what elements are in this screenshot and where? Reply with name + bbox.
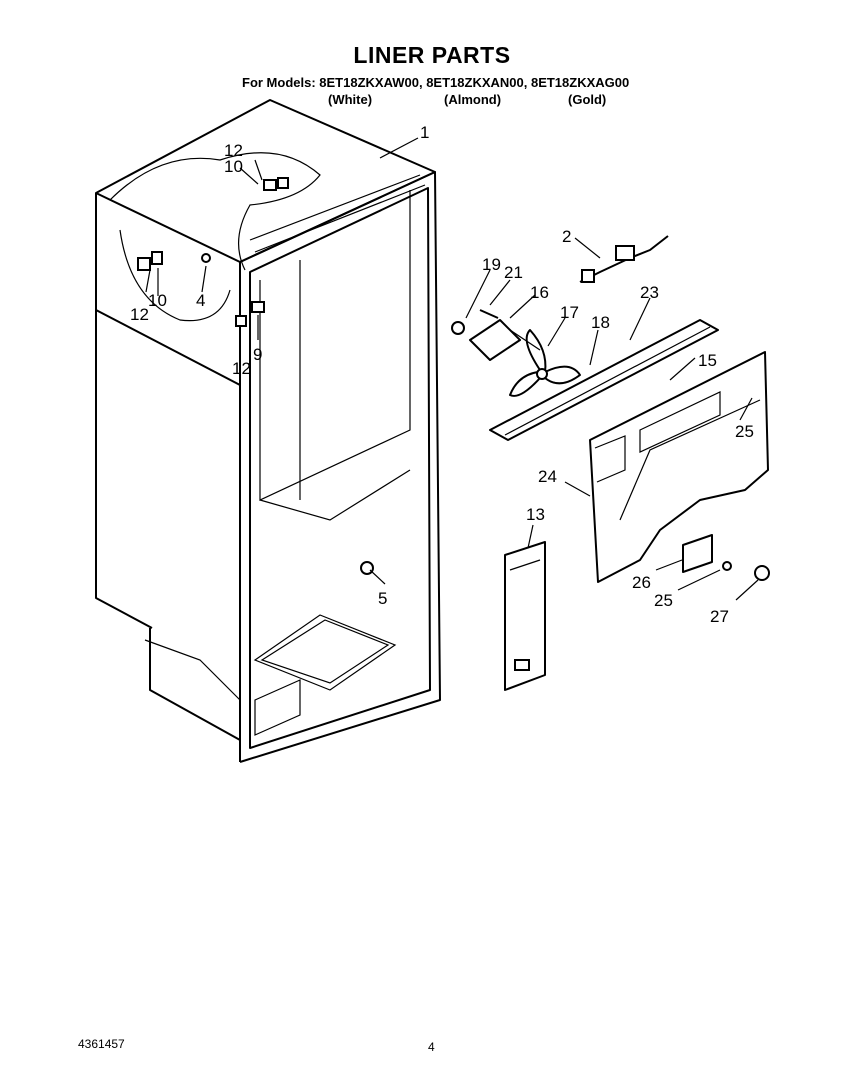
cabinet-fasteners (137, 177, 374, 575)
part-13-duct (504, 541, 546, 691)
color-almond: (Almond) (444, 92, 502, 107)
callout-labels: 1 2 4 5 9 10 10 12 12 12 13 15 16 17 18 … (130, 123, 754, 626)
color-gold: (Gold) (568, 92, 607, 107)
callout-27: 27 (710, 607, 729, 626)
part-24-evaporator-cover (589, 351, 769, 583)
callout-10-upper: 10 (224, 157, 243, 176)
callout-25-upper: 25 (735, 422, 754, 441)
callout-24: 24 (538, 467, 557, 486)
page-title: LINER PARTS (353, 42, 511, 68)
callout-2: 2 (562, 227, 571, 246)
callout-12-left: 12 (130, 305, 149, 324)
callout-10-left: 10 (148, 291, 167, 310)
callout-15: 15 (698, 351, 717, 370)
callout-21: 21 (504, 263, 523, 282)
part-23-rail (489, 319, 719, 441)
leader-lines (145, 137, 759, 601)
callout-18: 18 (591, 313, 610, 332)
page-number: 4 (428, 1040, 435, 1054)
callout-9: 9 (253, 345, 262, 364)
callout-12-lower: 12 (232, 359, 251, 378)
color-white: (White) (328, 92, 373, 107)
fan-motor-assembly (451, 309, 581, 397)
part-2-harness (579, 235, 669, 283)
callout-16: 16 (530, 283, 549, 302)
callout-13: 13 (526, 505, 545, 524)
callout-4: 4 (196, 291, 205, 310)
callout-26: 26 (632, 573, 651, 592)
callout-17: 17 (560, 303, 579, 322)
liner-cabinet (95, 99, 441, 763)
callout-1: 1 (420, 123, 429, 142)
callout-19: 19 (482, 255, 501, 274)
part-26-27 (682, 534, 770, 581)
models-line: For Models: 8ET18ZKXAW00, 8ET18ZKXAN00, … (242, 75, 630, 90)
callout-5: 5 (378, 589, 387, 608)
part-number: 4361457 (78, 1037, 125, 1051)
callout-25-lower: 25 (654, 591, 673, 610)
callout-12-upper: 12 (224, 141, 243, 160)
callout-23: 23 (640, 283, 659, 302)
